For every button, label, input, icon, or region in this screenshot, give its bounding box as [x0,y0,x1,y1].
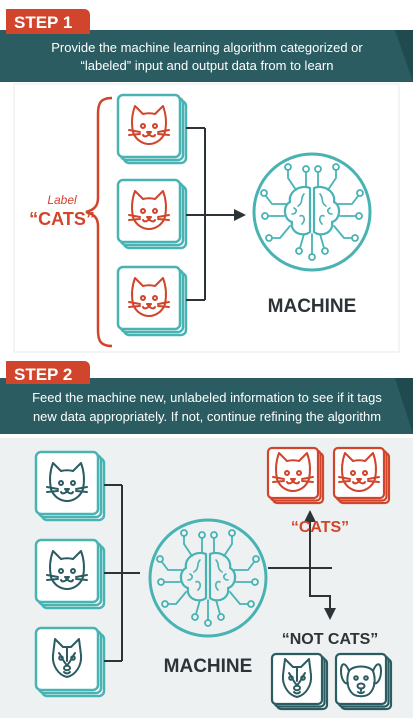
step1-header-bar [0,30,413,82]
step1-machine-label: MACHINE [268,296,357,317]
step2-input-3 [36,628,104,696]
step2-badge-text: STEP 2 [14,365,72,384]
step1-input-2 [118,180,186,248]
output-dog-2 [336,654,391,709]
output-dog-1 [272,654,327,709]
step2-section: STEP 2 Feed the machine new, unlabeled i… [0,361,413,718]
step1-input-1 [118,95,186,163]
label-cats-text: “CATS” [29,209,95,229]
step2-machine-label: MACHINE [164,656,253,677]
step1-input-3 [118,267,186,335]
output-not-cats-label: “NOT CATS” [282,631,379,648]
step2-input-2 [36,540,104,608]
step1-badge-text: STEP 1 [14,13,72,32]
step1-header-line2: “labeled” input and output data from to … [81,58,334,73]
output-cat-2 [334,448,389,503]
step1-section: STEP 1 Provide the machine learning algo… [0,9,413,352]
step2-header-line1: Feed the machine new, unlabeled informat… [32,390,382,405]
label-caption: Label [47,193,77,207]
step2-input-1 [36,452,104,520]
step2-header-line2: new data appropriately. If not, continue… [33,409,381,424]
step2-header-bar [0,378,413,434]
step1-header-line1: Provide the machine learning algorithm c… [51,40,363,55]
output-cats-label: “CATS” [291,519,349,536]
output-cat-1 [268,448,323,503]
